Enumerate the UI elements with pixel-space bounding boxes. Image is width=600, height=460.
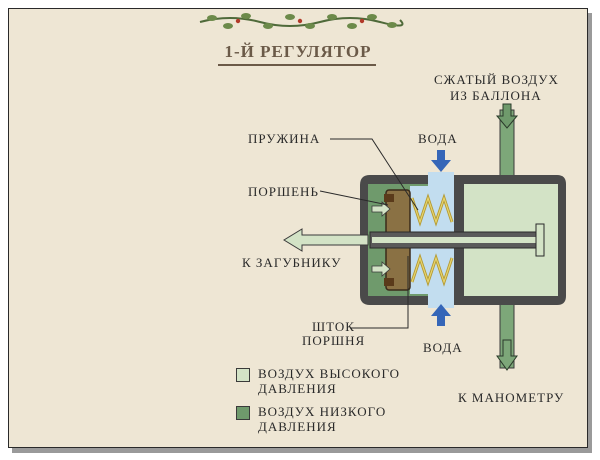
title-underline [218, 64, 376, 66]
legend-low-line1: ВОЗДУХ НИЗКОГО [258, 404, 387, 419]
compressed-air-arrow-icon [495, 103, 519, 129]
legend-low-pressure: ВОЗДУХ НИЗКОГО ДАВЛЕНИЯ [236, 404, 386, 434]
legend-swatch-high [236, 368, 250, 382]
compressed-air-label-line2: ИЗ БАЛЛОНА [450, 88, 542, 103]
legend-high-pressure: ВОЗДУХ ВЫСОКОГО ДАВЛЕНИЯ [236, 366, 400, 396]
diagram-title: 1-Й РЕГУЛЯТОР [224, 42, 372, 61]
rod-channel [372, 237, 538, 243]
gauge-arrow-icon [496, 339, 518, 371]
piston-label: ПОРШЕНЬ [248, 184, 319, 199]
internal-flow-arrows [371, 201, 391, 277]
compressed-air-label-line1: СЖАТЫЙ ВОЗДУХ [434, 72, 559, 87]
rod-label-line1: ШТОК [312, 319, 355, 334]
piston-leader [319, 190, 389, 206]
legend-high-line1: ВОЗДУХ ВЫСОКОГО [258, 366, 401, 381]
spring-leader [330, 138, 419, 211]
rod-label-line2: ПОРШНЯ [302, 333, 366, 348]
water-opening-bottom [428, 294, 454, 308]
water-bottom-label: ВОДА [423, 340, 463, 355]
spring-label: ПРУЖИНА [248, 131, 321, 146]
outlet-arrow-icon [283, 228, 369, 252]
to-gauge-label: К МАНОМЕТРУ [458, 390, 565, 405]
piston-seal-top [384, 194, 394, 202]
water-top-label: ВОДА [418, 131, 458, 146]
spring-coils-highlight [411, 196, 453, 284]
water-opening-top [428, 172, 454, 186]
water-arrow-up-icon [431, 304, 451, 326]
valve-seat [535, 223, 545, 257]
legend-low-line2: ДАВЛЕНИЯ [258, 419, 337, 434]
piston-seal-bottom [384, 278, 394, 286]
rod-leader [350, 256, 409, 329]
to-plug-label: К ЗАГУБНИКУ [242, 255, 342, 270]
legend-high-line2: ДАВЛЕНИЯ [258, 381, 337, 396]
legend-swatch-low [236, 406, 250, 420]
water-arrow-down-icon [431, 150, 451, 172]
